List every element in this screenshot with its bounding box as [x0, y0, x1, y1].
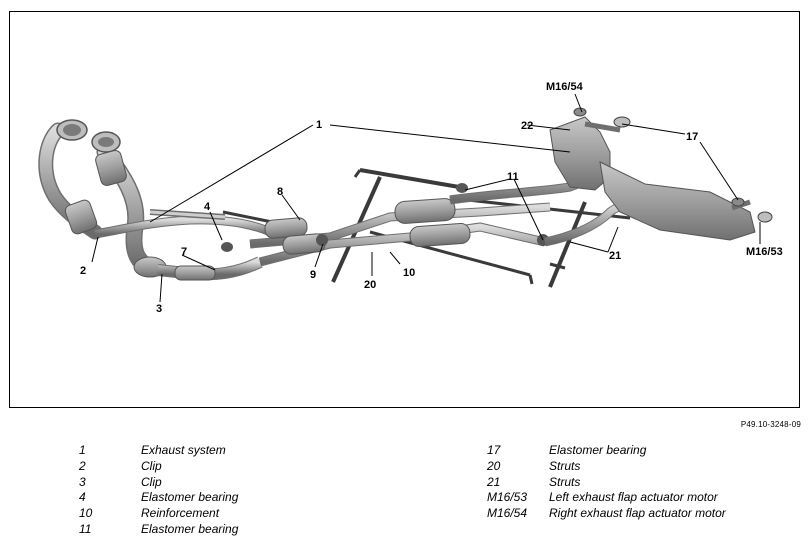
- legend-row: 4 Elastomer bearing: [79, 490, 238, 506]
- legend-text: Clip: [141, 458, 162, 473]
- rear-mufflers: [549, 107, 773, 241]
- legend-row: 1 Exhaust system: [79, 443, 238, 459]
- legend-row: 10 Reinforcement: [79, 506, 238, 522]
- callout-17: 17: [686, 131, 698, 143]
- legend-key: 17: [487, 443, 501, 457]
- legend-row: M16/53 Left exhaust flap actuator motor: [487, 490, 726, 506]
- legend-key: M16/53: [487, 490, 528, 505]
- legend-row: 17 Elastomer bearing: [487, 443, 726, 459]
- legend-row: 11 Elastomer bearing: [79, 522, 238, 538]
- legend-text: Struts: [549, 458, 581, 473]
- callout-20: 20: [364, 279, 376, 291]
- legend-key: 11: [79, 521, 92, 536]
- legend-text: Left exhaust flap actuator motor: [549, 490, 718, 505]
- legend-text: Elastomer bearing: [549, 443, 647, 457]
- legend-key: 10: [79, 506, 93, 521]
- callout-21: 21: [609, 250, 621, 262]
- callout-7: 7: [181, 246, 187, 258]
- callout-9: 9: [310, 269, 316, 281]
- legend-row: 21 Struts: [487, 475, 726, 491]
- legend-text: Struts: [549, 474, 581, 489]
- legend-text: Clip: [141, 474, 162, 489]
- callout-m16-54: M16/54: [546, 81, 584, 93]
- callout-m16-53: M16/53: [746, 246, 783, 258]
- front-pipes: [94, 209, 277, 281]
- callout-11: 11: [507, 171, 519, 183]
- callout-1: 1: [316, 119, 322, 131]
- legend-row: M16/54 Right exhaust flap actuator motor: [487, 506, 726, 522]
- legend-row: 3 Clip: [79, 475, 238, 491]
- diagram-frame: 1 2 3 4 7 8 9 10 11 17 20 21 22 M16/54 M…: [9, 11, 800, 408]
- legend-key: 20: [487, 458, 501, 473]
- leader-lines: [91, 93, 761, 303]
- exhaust-manifolds: [38, 119, 167, 278]
- callout-3: 3: [156, 303, 162, 315]
- exhaust-system-illustration: 1 2 3 4 7 8 9 10 11 17 20 21 22 M16/54 M…: [38, 81, 783, 315]
- legend-key: 1: [79, 443, 86, 457]
- legend-text: Elastomer bearing: [141, 521, 239, 536]
- legend-text: Elastomer bearing: [141, 490, 239, 505]
- legend-key: 21: [487, 474, 501, 489]
- callout-10: 10: [403, 267, 415, 279]
- callout-labels: 1 2 3 4 7 8 9 10 11 17 20 21 22 M16/54 M…: [80, 81, 783, 315]
- legend-row: 2 Clip: [79, 459, 238, 475]
- center-resonators: [249, 198, 551, 267]
- legend-text: Reinforcement: [141, 506, 220, 521]
- legend-key: 2: [79, 458, 86, 473]
- legend-row: 20 Struts: [487, 459, 726, 475]
- callout-8: 8: [277, 186, 283, 198]
- figure-reference: P49.10-3248-09: [740, 420, 801, 429]
- callout-22: 22: [521, 120, 533, 132]
- legend-key: M16/54: [487, 506, 528, 521]
- legend-key: 4: [79, 490, 86, 505]
- callout-2: 2: [80, 265, 86, 277]
- callout-4: 4: [204, 201, 211, 213]
- legend-text: Right exhaust flap actuator motor: [549, 506, 726, 521]
- legend-key: 3: [79, 474, 86, 489]
- legend-text: Exhaust system: [141, 443, 226, 457]
